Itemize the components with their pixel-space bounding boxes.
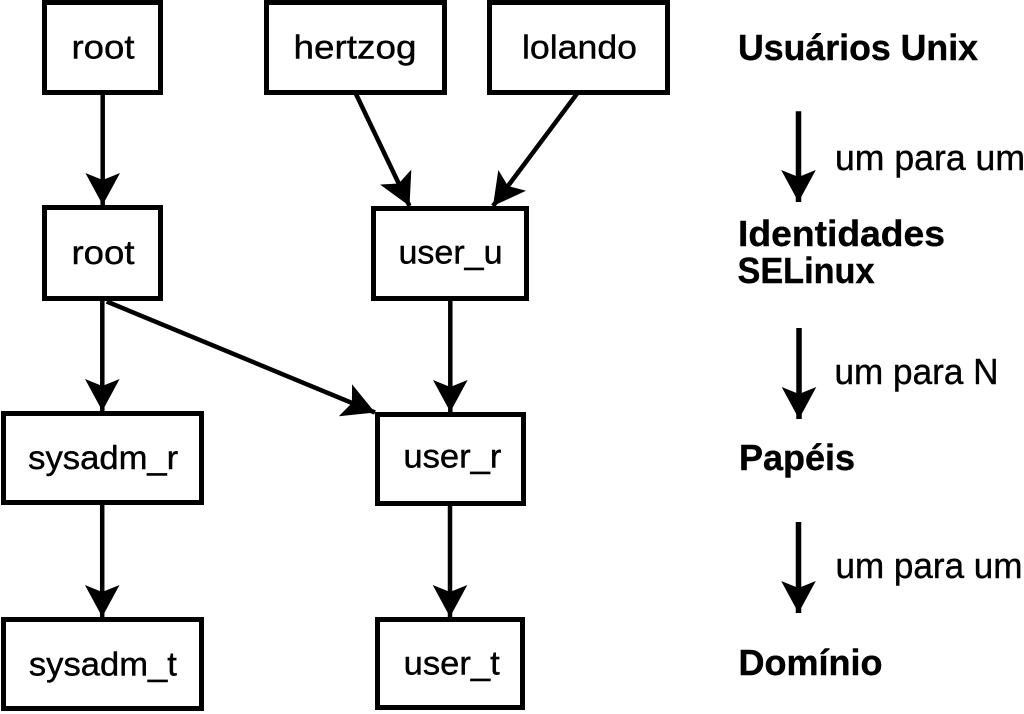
- svg-text:Usuários Unix: Usuários Unix: [738, 27, 978, 68]
- svg-text:um para N: um para N: [835, 351, 999, 392]
- svg-text:um para um: um para um: [835, 137, 1024, 178]
- svg-text:user_r: user_r: [403, 438, 501, 475]
- svg-text:sysadm_r: sysadm_r: [28, 439, 178, 476]
- svg-text:Domínio: Domínio: [739, 642, 883, 683]
- svg-text:Papéis: Papéis: [739, 437, 855, 478]
- svg-text:root: root: [72, 234, 135, 271]
- svg-text:SELinux: SELinux: [738, 250, 875, 291]
- svg-text:user_u: user_u: [399, 234, 503, 271]
- svg-text:sysadm_t: sysadm_t: [29, 646, 177, 683]
- svg-text:root: root: [72, 29, 135, 66]
- svg-text:user_t: user_t: [404, 645, 500, 682]
- svg-text:hertzog: hertzog: [294, 29, 417, 66]
- svg-text:lolando: lolando: [522, 29, 637, 66]
- svg-text:Identidades: Identidades: [738, 213, 945, 254]
- svg-text:um para um: um para um: [836, 545, 1023, 586]
